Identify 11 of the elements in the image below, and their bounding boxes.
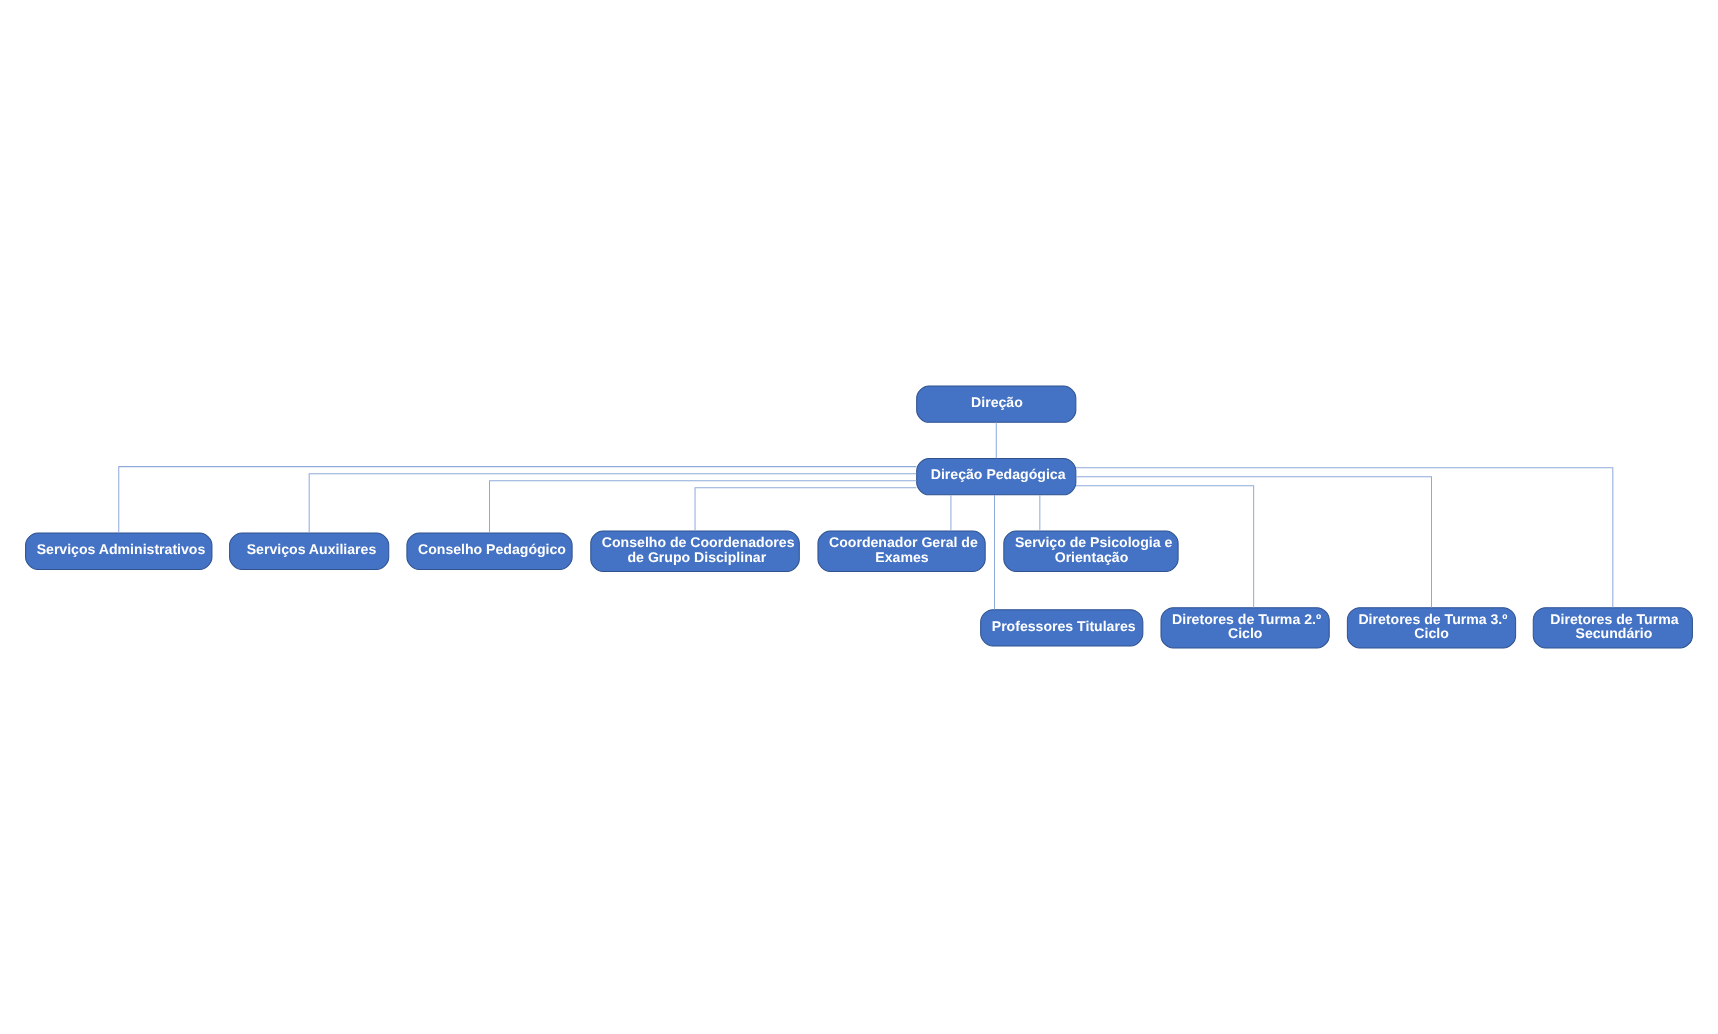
connector — [1075, 485, 1255, 608]
connector — [1075, 467, 1614, 609]
connector — [1075, 476, 1432, 608]
connector — [1039, 494, 1041, 532]
connector — [994, 494, 995, 611]
connector — [489, 480, 918, 534]
connector — [950, 494, 952, 532]
connector — [995, 421, 997, 459]
connector — [118, 466, 917, 534]
connector — [308, 473, 917, 534]
connector — [694, 487, 917, 532]
